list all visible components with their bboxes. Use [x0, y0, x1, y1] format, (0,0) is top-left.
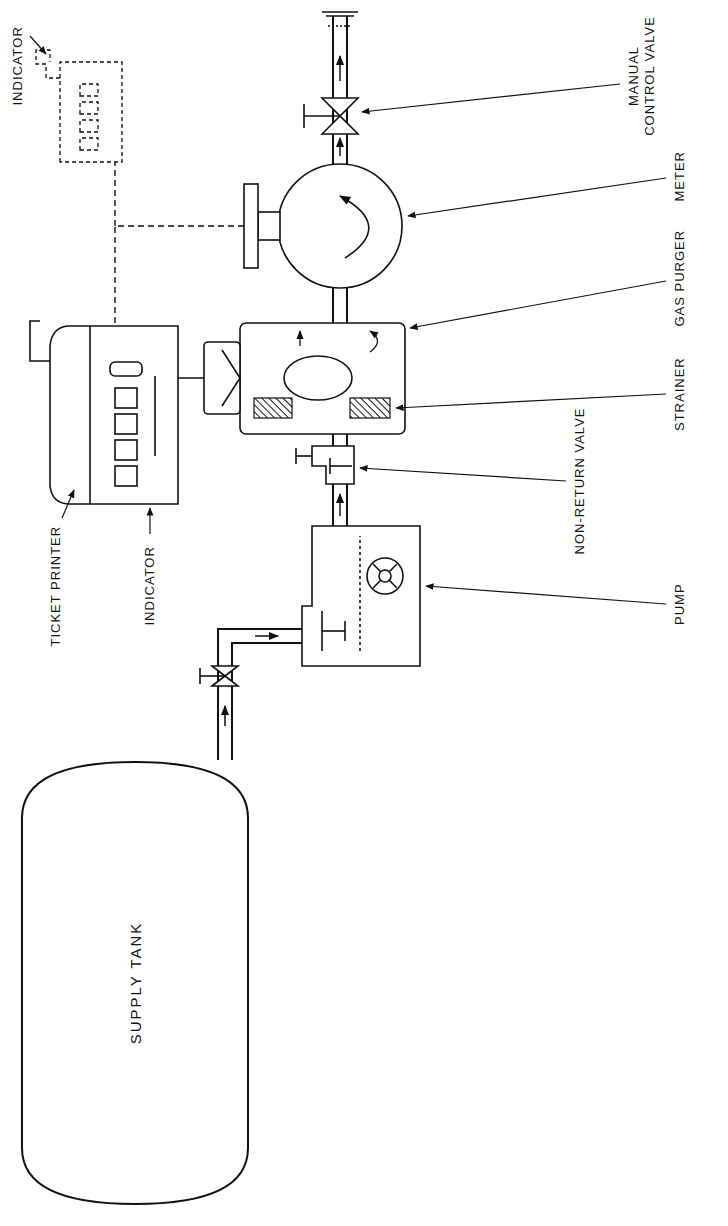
drawing-stroke: [340, 196, 369, 258]
drawing-stroke: [30, 321, 50, 361]
drawing-stroke: [154, 376, 156, 456]
drawing-stroke: [339, 56, 341, 81]
part-label: METER: [671, 148, 689, 205]
drawing-stroke: [278, 164, 402, 288]
part-label: MANUAL CONTROL VALVE: [625, 13, 660, 139]
drawing-stroke: [225, 636, 302, 760]
drawing-stroke: [302, 526, 420, 666]
drawing-stroke: [360, 468, 566, 481]
drawing-stroke: [344, 621, 346, 641]
drawing-stroke: [30, 36, 46, 54]
outlet-nozzle: [322, 12, 358, 26]
drawing-stroke: [240, 323, 405, 434]
drawing-stroke: [410, 281, 666, 328]
drawing-stroke: [370, 331, 378, 352]
drawing-stroke: [80, 120, 98, 132]
drawing-stroke: [326, 15, 354, 17]
drawing-stroke: [299, 331, 300, 346]
drawing-stroke: [60, 62, 122, 162]
drawing-stroke: [339, 138, 341, 156]
flow-arrow: [300, 331, 378, 352]
remote-indicator: [36, 50, 122, 162]
drawing-stroke: [149, 508, 150, 534]
drawing-stroke: [303, 104, 305, 128]
drawing-stroke: [50, 326, 178, 504]
drawing-stroke: [295, 448, 297, 464]
drawing-stroke: [115, 440, 137, 460]
tank-label: SUPPLY TANK: [127, 922, 144, 1045]
drawing-stroke: [312, 446, 354, 484]
strainer-screen: [254, 398, 390, 418]
pump-body: [302, 526, 420, 666]
signal-line: [115, 162, 244, 324]
tank-shell: [22, 762, 248, 1204]
part-label: GAS PURGER: [671, 227, 689, 330]
meter-body: [244, 164, 402, 288]
part-label: INDICATOR: [141, 543, 159, 628]
manual-control-valve: [304, 98, 358, 134]
gas-purger-housing: [170, 323, 405, 434]
drawing-stroke: [62, 490, 74, 518]
leader-line: [30, 36, 666, 604]
part-label: INDICATOR: [9, 23, 27, 108]
drawing-stroke: [80, 84, 98, 96]
drawing-stroke: [334, 12, 346, 170]
drawing-stroke: [114, 162, 115, 226]
drawing-stroke: [115, 414, 137, 434]
drawing-stroke: [408, 178, 666, 216]
tank-node: SUPPLY TANK: [20, 760, 250, 1206]
drawing-stroke: [115, 388, 137, 408]
drawing-stroke: [426, 586, 666, 604]
drawing-stroke: [89, 326, 91, 504]
drawing-stroke: [296, 455, 312, 457]
drawing-stroke: [322, 11, 358, 13]
part-label: TICKET PRINTER: [47, 523, 65, 650]
drawing-stroke: [362, 84, 620, 112]
drawing-stroke: [204, 342, 240, 414]
drawing-stroke: [328, 25, 352, 27]
drawing-stroke: [80, 138, 98, 150]
drawing-stroke: [80, 102, 98, 114]
non-return-valve: [296, 446, 354, 484]
drawing-stroke: [222, 350, 240, 406]
drawing-stroke: [255, 635, 278, 637]
drawing-stroke: [396, 394, 666, 408]
drawing-stroke: [225, 636, 304, 764]
drawing-stroke: [110, 362, 142, 376]
drawing-stroke: [373, 564, 397, 588]
drawing-stroke: [200, 675, 225, 677]
drawing-stroke: [329, 458, 331, 474]
drawing-stroke: [367, 558, 403, 594]
part-label: STRAINER: [671, 354, 689, 434]
drawing-stroke: [350, 398, 390, 418]
drawing-stroke: [199, 668, 201, 684]
drawing-stroke: [115, 466, 137, 486]
drawing-stroke: [224, 706, 226, 726]
drawing-stroke: [258, 212, 280, 240]
drawing-stroke: [359, 536, 361, 651]
drawing-stroke: [330, 465, 352, 467]
part-label: PUMP: [671, 580, 689, 628]
drawing-stroke: [115, 226, 244, 324]
tank-valve: [200, 666, 238, 686]
drawing-stroke: [244, 184, 258, 268]
drawing-stroke: [339, 494, 341, 516]
drawing-stroke: [284, 356, 352, 400]
drawing-stroke: [36, 50, 60, 78]
drawing-stroke: [322, 630, 345, 632]
drawing-stroke: [304, 115, 340, 117]
drawing-stroke: [254, 398, 292, 418]
part-label: NON-RETURN VALVE: [571, 405, 589, 558]
drawing-stroke: [379, 570, 391, 582]
ticket-printer: [30, 321, 178, 504]
